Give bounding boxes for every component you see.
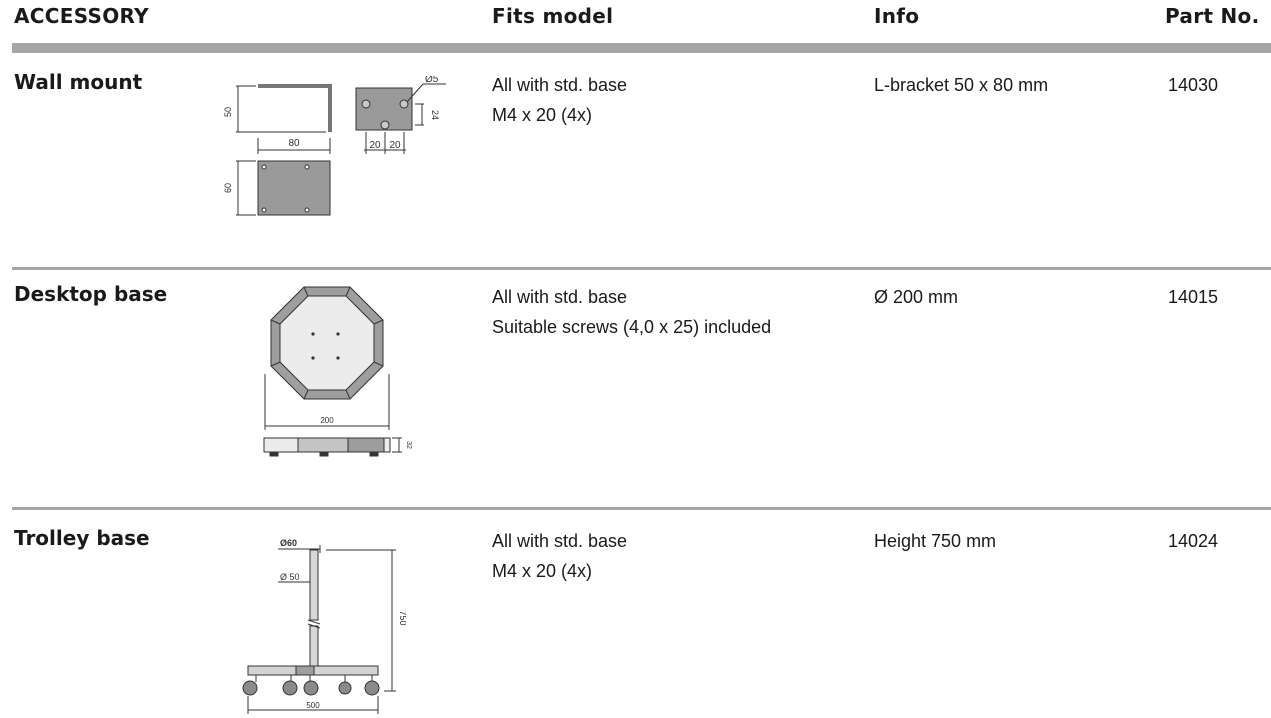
dim-label: 32 — [405, 441, 412, 449]
info-cell: Ø 200 mm — [874, 287, 959, 307]
part-no-cell: 14030 — [1168, 75, 1219, 95]
fits-line: All with std. base — [492, 75, 628, 95]
accessory-name: Wall mount — [14, 70, 143, 94]
column-header-accessory: ACCESSORY — [14, 4, 149, 28]
header-divider — [12, 43, 1271, 53]
dim-label: 80 — [288, 138, 300, 149]
info-cell: L-bracket 50 x 80 mm — [874, 75, 1049, 95]
dim-label: 500 — [306, 701, 320, 710]
part-no-cell: 14015 — [1168, 287, 1219, 307]
dim-label: Ø 50 — [280, 572, 300, 582]
column-header-fits-model: Fits model — [492, 4, 614, 28]
fits-model-cell: All with std. base M4 x 20 (4x) — [492, 526, 627, 586]
wall-mount-diagram: 50 80 60 Ø5 24 20 20 — [223, 74, 446, 216]
row-divider — [12, 267, 1271, 270]
wall-mount-drawing: 50 80 60 Ø5 24 20 20 — [218, 74, 458, 225]
dim-label: 750 — [398, 610, 406, 625]
dim-label: 50 — [223, 107, 233, 117]
dim-label: 60 — [223, 183, 233, 193]
fits-model-cell: All with std. base Suitable screws (4,0 … — [492, 282, 771, 342]
dim-label: Ø60 — [280, 538, 297, 548]
fits-line: Suitable screws (4,0 x 25) included — [492, 317, 772, 337]
fits-line: M4 x 20 (4x) — [492, 105, 593, 125]
info-cell: Height 750 mm — [874, 531, 997, 551]
column-header-part-no: Part No. — [1165, 4, 1260, 28]
part-no-cell: 14024 — [1168, 531, 1219, 551]
dim-label: 200 — [320, 416, 334, 425]
accessory-name: Trolley base — [14, 526, 150, 550]
dim-label: 24 — [430, 110, 440, 120]
dim-label: 20 — [369, 140, 381, 151]
dim-label: 20 — [389, 140, 401, 151]
fits-line: M4 x 20 (4x) — [492, 561, 593, 581]
row-divider — [12, 507, 1271, 510]
trolley-base-diagram: Ø60 Ø 50 750 500 — [242, 538, 408, 714]
dim-label: Ø5 — [425, 76, 439, 85]
desktop-base-diagram: 200 32 — [263, 286, 412, 457]
desktop-base-drawing: 200 32 — [250, 284, 420, 468]
trolley-base-drawing: Ø60 Ø 50 750 500 — [236, 536, 408, 718]
fits-model-cell: All with std. base M4 x 20 (4x) — [492, 70, 627, 130]
fits-line: All with std. base — [492, 531, 628, 551]
column-header-info: Info — [874, 4, 920, 28]
fits-line: All with std. base — [492, 287, 628, 307]
accessory-name: Desktop base — [14, 282, 168, 306]
